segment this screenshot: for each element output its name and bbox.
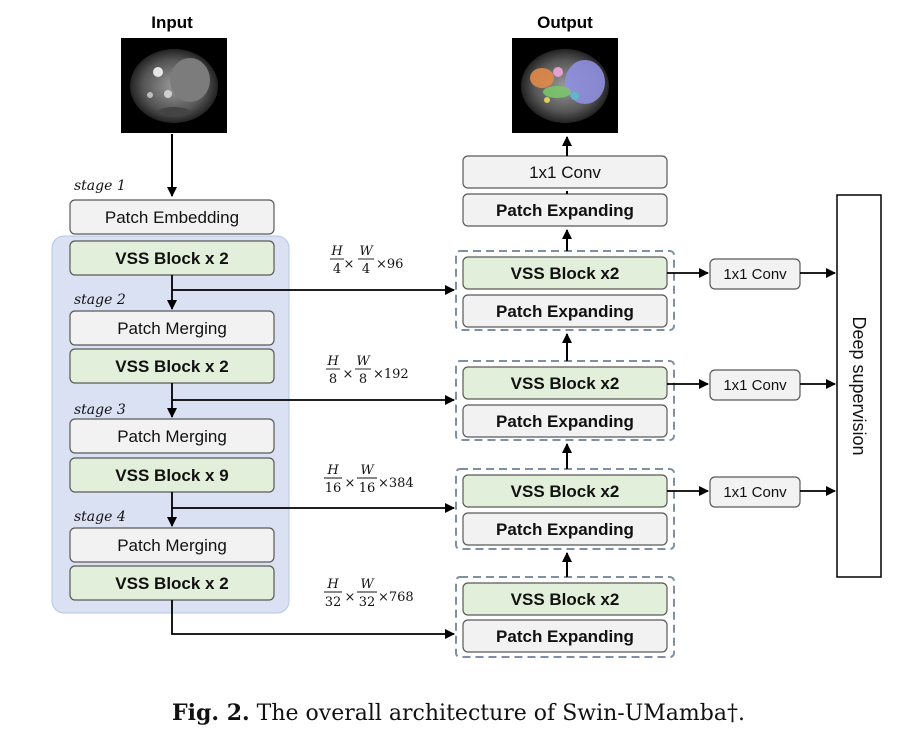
patch-embedding-label: Patch Embedding bbox=[105, 208, 239, 227]
skip-arrow-4 bbox=[171, 600, 455, 639]
encoder-vss-block-4: VSS Block x 2 bbox=[69, 565, 275, 601]
decoder-group-4-frame bbox=[455, 576, 675, 658]
skip-dim-2: H 8 × W 8 ×192 bbox=[326, 354, 409, 387]
decoder-patch-expanding-3-label: Patch Expanding bbox=[496, 520, 634, 539]
encoder-vss-block-3-label: VSS Block x 9 bbox=[115, 466, 228, 485]
side-conv-2-label: 1x1 Conv bbox=[723, 377, 787, 394]
decoder-vss-block-1: VSS Block x2 bbox=[462, 256, 668, 290]
output-segmentation-image bbox=[512, 38, 618, 133]
svg-text:8: 8 bbox=[329, 372, 337, 387]
patch-merging-4-label: Patch Merging bbox=[117, 536, 227, 555]
svg-text:W: W bbox=[360, 577, 375, 592]
side-conv-box-3: 1x1 Conv bbox=[709, 476, 801, 508]
side-conv-box-1: 1x1 Conv bbox=[709, 258, 801, 290]
decoder-group-2-frame bbox=[455, 360, 675, 441]
decoder-vss-block-4-label: VSS Block x2 bbox=[511, 590, 620, 609]
decoder-patch-expanding-2-label: Patch Expanding bbox=[496, 412, 634, 431]
decoder-patch-expanding-1-label: Patch Expanding bbox=[496, 302, 634, 321]
encoder-vss-block-2-label: VSS Block x 2 bbox=[115, 357, 228, 376]
svg-text:16: 16 bbox=[359, 481, 376, 496]
decoder-patch-expanding-1: Patch Expanding bbox=[462, 294, 668, 328]
svg-text:H: H bbox=[326, 463, 339, 478]
svg-text:32: 32 bbox=[359, 595, 376, 610]
svg-text:32: 32 bbox=[325, 595, 342, 610]
side-conv-box-2: 1x1 Conv bbox=[709, 369, 801, 401]
top-patch-expanding-box: Patch Expanding bbox=[462, 193, 668, 227]
top-patch-expanding-label: Patch Expanding bbox=[496, 201, 634, 220]
side-conv-3-label: 1x1 Conv bbox=[723, 484, 787, 501]
decoder-vss-block-2: VSS Block x2 bbox=[462, 366, 668, 400]
svg-text:H: H bbox=[330, 244, 343, 259]
svg-text:×: × bbox=[343, 367, 354, 382]
input-title: Input bbox=[151, 13, 193, 32]
encoder-vss-block-1: VSS Block x 2 bbox=[69, 240, 275, 276]
decoder-vss-block-4: VSS Block x2 bbox=[462, 582, 668, 616]
output-conv-box: 1x1 Conv bbox=[462, 155, 668, 189]
svg-text:8: 8 bbox=[359, 372, 367, 387]
stage-1-label: stage 1 bbox=[74, 178, 126, 194]
patch-merging-2-label: Patch Merging bbox=[117, 319, 227, 338]
svg-text:H: H bbox=[326, 354, 339, 369]
svg-text:W: W bbox=[359, 244, 374, 259]
skip-dim-3: H 16 × W 16 ×384 bbox=[324, 463, 414, 496]
decoder-group-3-frame bbox=[455, 468, 675, 550]
decoder-patch-expanding-4: Patch Expanding bbox=[462, 619, 668, 653]
svg-text:H: H bbox=[326, 577, 339, 592]
encoder-vss-block-2: VSS Block x 2 bbox=[69, 348, 275, 384]
svg-text:16: 16 bbox=[325, 481, 342, 496]
svg-text:×192: ×192 bbox=[373, 367, 409, 382]
decoder-patch-expanding-3: Patch Expanding bbox=[462, 512, 668, 546]
output-conv-label: 1x1 Conv bbox=[529, 163, 601, 182]
deep-supervision-box: Deep supervision bbox=[836, 194, 882, 578]
caption-text: The overall architecture of Swin-UMamba†… bbox=[249, 701, 745, 726]
encoder-vss-block-4-label: VSS Block x 2 bbox=[115, 574, 228, 593]
output-title: Output bbox=[537, 13, 593, 32]
stage-3-label: stage 3 bbox=[74, 402, 126, 418]
svg-text:W: W bbox=[356, 354, 371, 369]
patch-merging-box-3: Patch Merging bbox=[69, 418, 275, 454]
svg-text:4: 4 bbox=[362, 262, 370, 277]
encoder-vss-block-3: VSS Block x 9 bbox=[69, 457, 275, 493]
deep-supervision-label: Deep supervision bbox=[849, 316, 869, 455]
input-ct-image bbox=[121, 38, 227, 133]
decoder-vss-block-3: VSS Block x2 bbox=[462, 474, 668, 508]
skip-dim-1: H 4 × W 4 ×96 bbox=[330, 244, 403, 277]
stage-2-label: stage 2 bbox=[74, 292, 126, 308]
patch-embedding-box: Patch Embedding bbox=[69, 199, 275, 235]
decoder-patch-expanding-4-label: Patch Expanding bbox=[496, 627, 634, 646]
stage-4-label: stage 4 bbox=[74, 509, 126, 525]
svg-text:×768: ×768 bbox=[378, 590, 414, 605]
figure-caption: Fig. 2. The overall architecture of Swin… bbox=[0, 700, 917, 726]
svg-text:×: × bbox=[345, 590, 356, 605]
side-conv-1-label: 1x1 Conv bbox=[723, 266, 787, 283]
decoder-vss-block-1-label: VSS Block x2 bbox=[511, 264, 620, 283]
decoder-vss-block-2-label: VSS Block x2 bbox=[511, 374, 620, 393]
caption-prefix: Fig. 2. bbox=[172, 700, 250, 726]
encoder-vss-block-1-label: VSS Block x 2 bbox=[115, 249, 228, 268]
svg-text:×384: ×384 bbox=[378, 476, 414, 491]
svg-text:×: × bbox=[344, 257, 355, 272]
patch-merging-box-4: Patch Merging bbox=[69, 527, 275, 563]
svg-text:W: W bbox=[360, 463, 375, 478]
patch-merging-box-2: Patch Merging bbox=[69, 310, 275, 346]
skip-dim-4: H 32 × W 32 ×768 bbox=[324, 577, 414, 610]
decoder-patch-expanding-2: Patch Expanding bbox=[462, 404, 668, 438]
decoder-vss-block-3-label: VSS Block x2 bbox=[511, 482, 620, 501]
decoder-group-1-frame bbox=[455, 250, 675, 331]
patch-merging-3-label: Patch Merging bbox=[117, 427, 227, 446]
svg-text:×96: ×96 bbox=[376, 257, 403, 272]
svg-text:×: × bbox=[345, 476, 356, 491]
svg-text:4: 4 bbox=[333, 262, 341, 277]
